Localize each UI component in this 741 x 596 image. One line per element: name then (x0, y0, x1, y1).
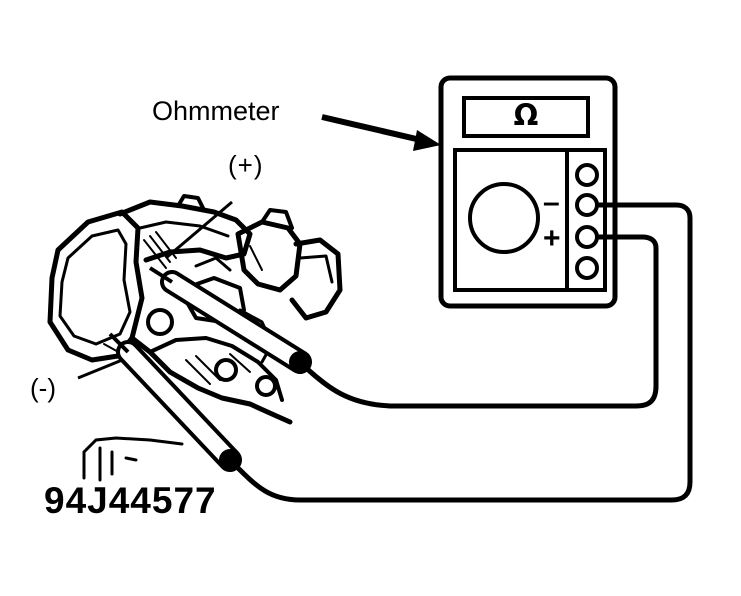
hand-outline (82, 436, 184, 482)
test-probe-icon (148, 200, 659, 409)
ohmmeter-leader-arrow (321, 114, 441, 151)
figure-id: 94J44577 (44, 480, 217, 521)
terminal-jack-4 (575, 256, 599, 280)
negative-lead-wire (234, 202, 693, 503)
body-top-edge (117, 199, 253, 263)
connector-block (235, 219, 303, 293)
positive-probe-tip (148, 266, 174, 284)
body-lower-edge (129, 335, 293, 425)
positive-terminal-sign: + (543, 222, 561, 255)
test-probe-icon (77, 202, 693, 503)
ohmmeter-icon (438, 75, 618, 309)
housing-bolt-2 (214, 358, 238, 382)
positive-probe-label: (+) (228, 150, 264, 180)
housing-bolt-1 (146, 308, 174, 336)
top-lug (176, 194, 206, 212)
ohmmeter-label: Ohmmeter (152, 96, 280, 126)
negative-probe-end (219, 449, 241, 471)
ohm-symbol: Ω (513, 98, 539, 132)
meter-body (438, 75, 618, 309)
housing-outline (47, 209, 145, 363)
terminal-jack-positive (575, 225, 599, 249)
connector-plug-detail (298, 254, 334, 284)
positive-lead-wire (302, 234, 659, 409)
housing-inner-rim (58, 228, 132, 346)
terminal-jack-1 (575, 163, 599, 187)
body-ridge (138, 220, 230, 238)
center-detail (194, 256, 232, 272)
negative-probe-tip (108, 332, 130, 354)
meter-dial (468, 182, 540, 254)
body-lower-ridge (148, 336, 284, 402)
negative-terminal-sign: – (543, 186, 560, 219)
positive-leader-line (165, 200, 233, 260)
housing-bolt-3 (255, 375, 277, 397)
meter-display (462, 96, 590, 138)
center-boss (178, 276, 246, 324)
sensor-assembly-icon (47, 194, 343, 425)
negative-probe-label: (-) (30, 373, 56, 403)
terminal-jack-negative (575, 193, 599, 217)
connector-plug (289, 237, 343, 321)
meter-terminal-panel (565, 148, 607, 292)
connector-tab (260, 208, 294, 230)
